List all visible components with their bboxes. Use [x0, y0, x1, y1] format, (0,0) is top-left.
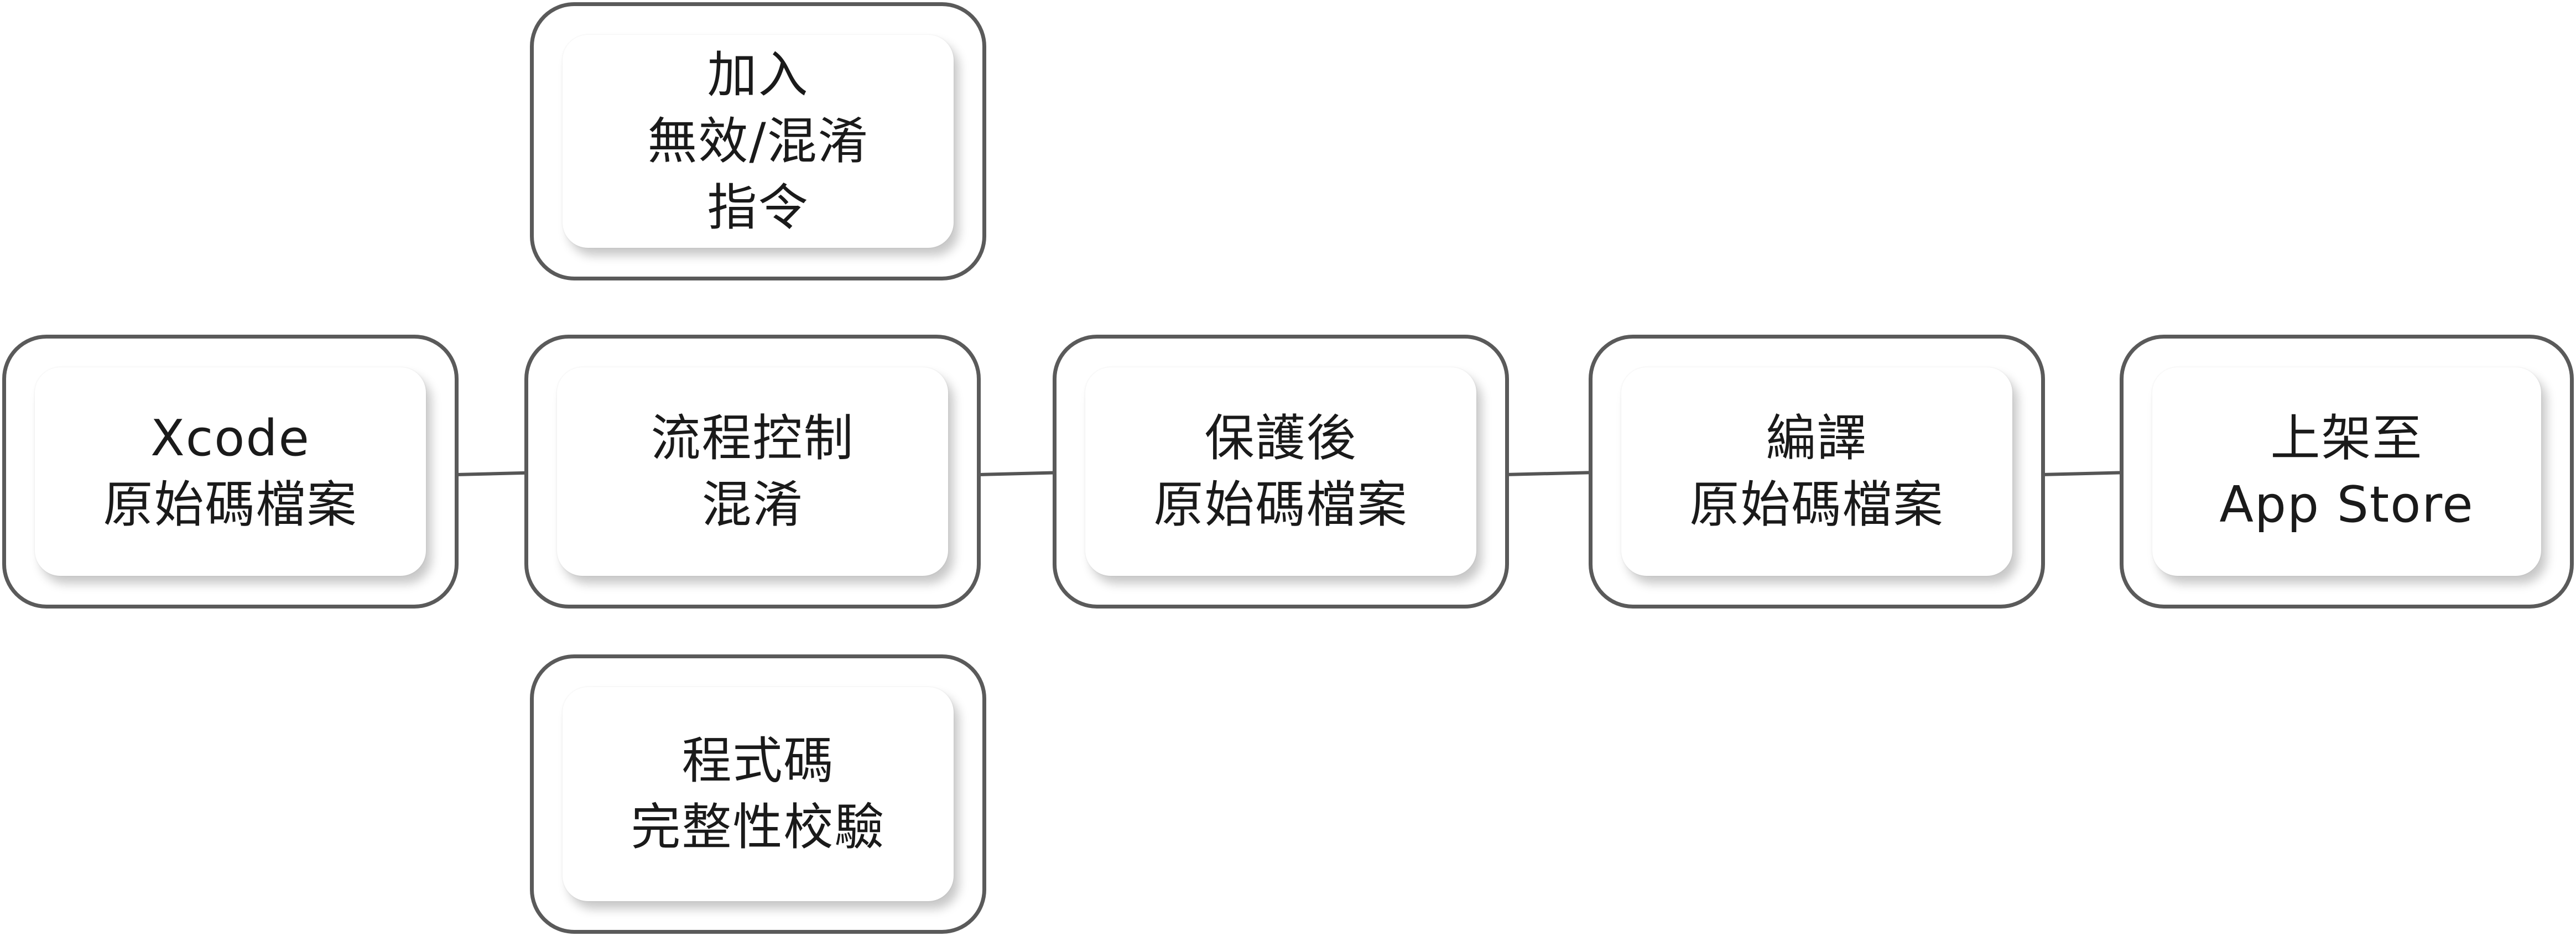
node-label: 編譯 原始碼檔案: [1689, 409, 1944, 534]
node-card: 保護後 原始碼檔案: [1085, 367, 1476, 576]
node-publish-app-store: 上架至 App Store: [2120, 335, 2574, 609]
node-label: 流程控制 混淆: [650, 409, 855, 534]
node-compile-source: 編譯 原始碼檔案: [1589, 335, 2045, 609]
node-label: Xcode 原始碼檔案: [103, 409, 358, 534]
node-card: 上架至 App Store: [2152, 367, 2541, 576]
node-code-integrity-check: 程式碼 完整性校驗: [530, 654, 986, 934]
node-label: 程式碼 完整性校驗: [631, 731, 886, 856]
node-card: 加入 無效/混淆 指令: [563, 35, 954, 248]
node-flow-control-obfuscation: 流程控制 混淆: [524, 335, 981, 609]
node-label: 上架至 App Store: [2219, 409, 2474, 534]
node-xcode-source: Xcode 原始碼檔案: [2, 335, 459, 609]
node-card: 程式碼 完整性校驗: [563, 687, 954, 901]
node-label: 保護後 原始碼檔案: [1153, 409, 1408, 534]
node-card: 編譯 原始碼檔案: [1621, 367, 2012, 576]
node-card: Xcode 原始碼檔案: [35, 367, 426, 576]
node-card: 流程控制 混淆: [557, 367, 948, 576]
node-add-invalid-instructions: 加入 無效/混淆 指令: [530, 2, 986, 280]
node-protected-source: 保護後 原始碼檔案: [1053, 335, 1509, 609]
node-label: 加入 無效/混淆 指令: [647, 45, 869, 237]
